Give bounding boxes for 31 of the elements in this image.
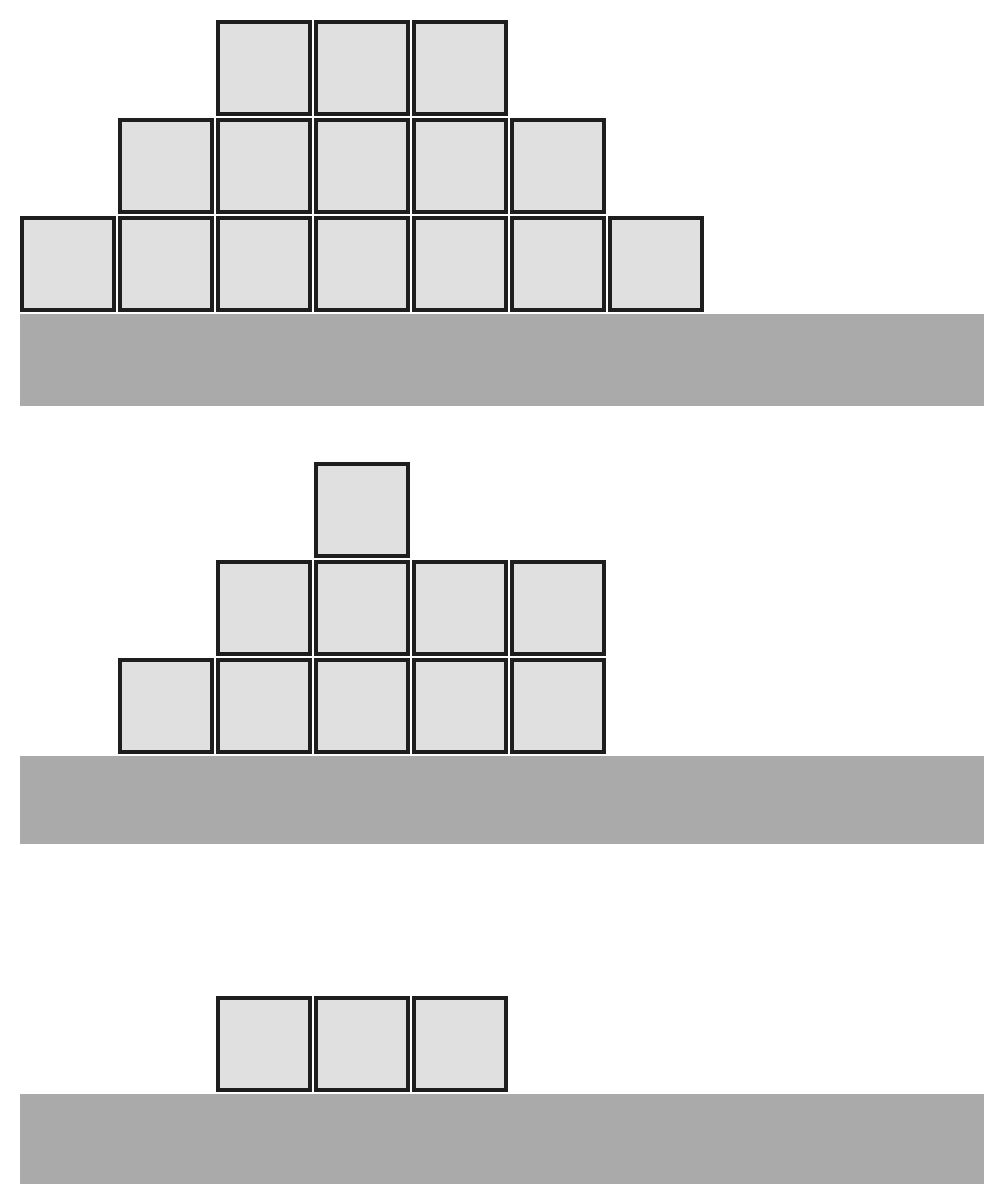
block — [216, 20, 312, 116]
block — [510, 216, 606, 312]
block — [608, 216, 704, 312]
block — [412, 996, 508, 1092]
block — [510, 658, 606, 754]
block — [118, 658, 214, 754]
block — [412, 658, 508, 754]
block — [118, 118, 214, 214]
block — [314, 118, 410, 214]
block — [412, 560, 508, 656]
block — [314, 216, 410, 312]
shelf-bar — [20, 1094, 984, 1184]
block — [216, 560, 312, 656]
block — [510, 560, 606, 656]
block — [314, 996, 410, 1092]
block — [118, 216, 214, 312]
shelf-bar — [20, 314, 984, 406]
block — [216, 996, 312, 1092]
block — [216, 658, 312, 754]
block — [314, 658, 410, 754]
block — [216, 216, 312, 312]
block — [412, 216, 508, 312]
block — [20, 216, 116, 312]
block — [314, 20, 410, 116]
shelf-bar — [20, 756, 984, 844]
block — [412, 118, 508, 214]
block — [510, 118, 606, 214]
block — [412, 20, 508, 116]
block — [216, 118, 312, 214]
block — [314, 462, 410, 558]
block — [314, 560, 410, 656]
